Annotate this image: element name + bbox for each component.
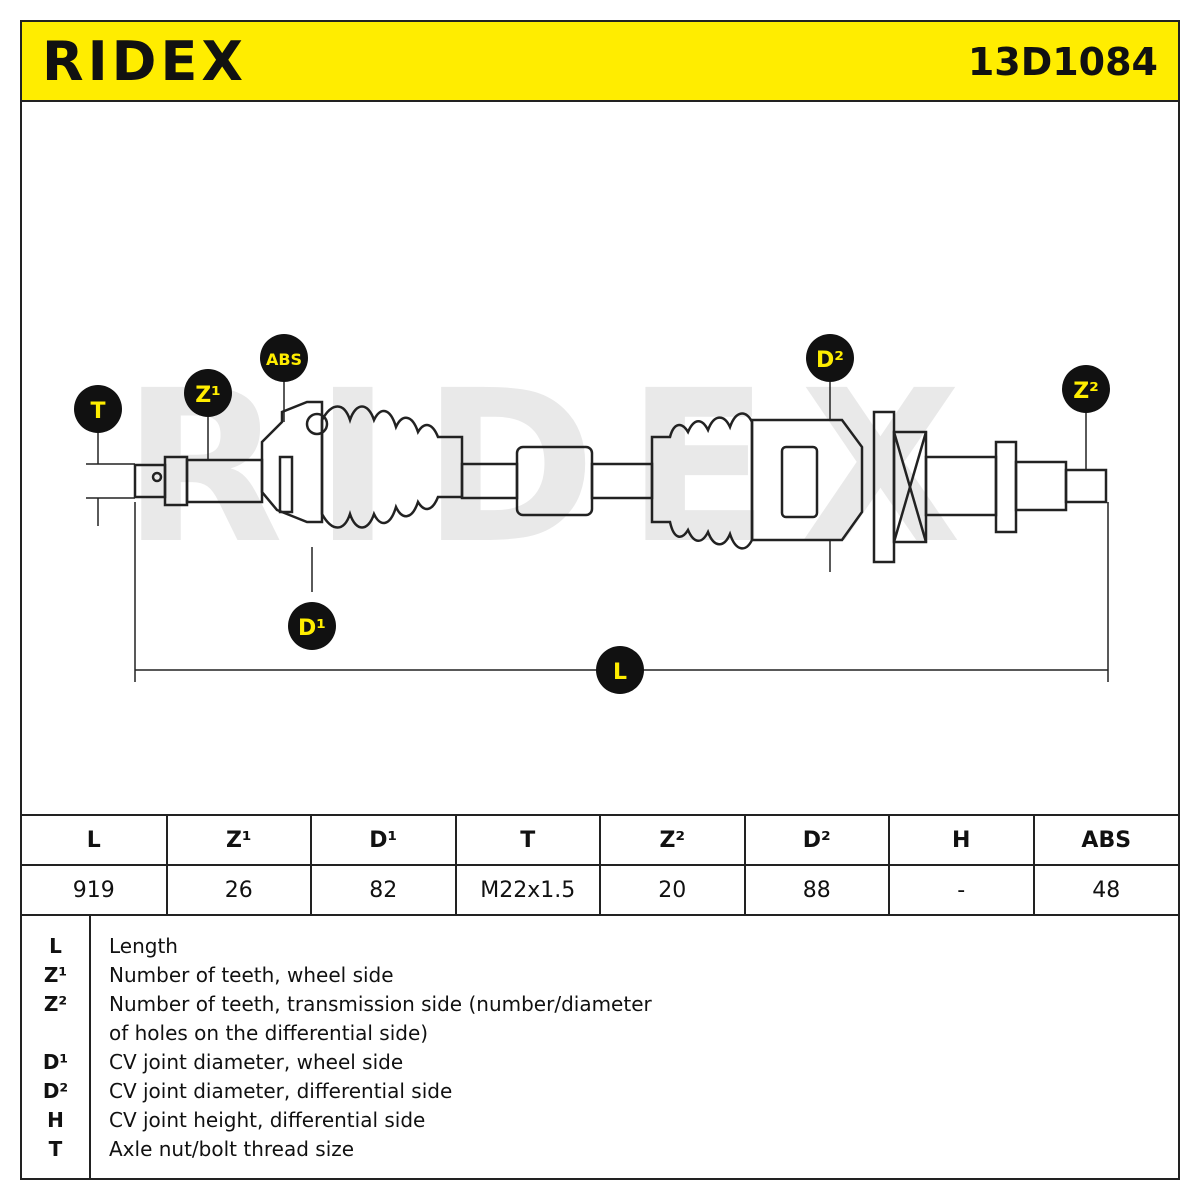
spec-table: L Z¹ D¹ T Z² D² H ABS 919 26 82 M22x1.5 … — [22, 814, 1178, 916]
legend-row: D² CV joint diameter, differential side — [22, 1079, 1178, 1108]
spec-value: - — [888, 864, 1035, 916]
cotter-hole — [151, 471, 163, 483]
legend-text: CV joint diameter, differential side — [109, 1079, 453, 1103]
spec-value: 20 — [599, 864, 746, 916]
drive-shaft-svg: RIDEX — [74, 334, 1110, 694]
spec-value: 919 — [22, 864, 168, 916]
svg-text:D¹: D¹ — [298, 616, 326, 641]
spec-header: Z² — [599, 814, 746, 866]
brand-logo: RIDEX — [42, 30, 248, 93]
spec-header-row: L Z¹ D¹ T Z² D² H ABS — [22, 814, 1178, 866]
legend-text: CV joint diameter, wheel side — [109, 1050, 404, 1074]
transmission-collar — [994, 440, 1018, 534]
spec-header: D² — [743, 814, 890, 866]
abs-ring — [278, 455, 294, 514]
legend-row: Z¹ Number of teeth, wheel side — [22, 963, 1178, 992]
bearing-cross-2 — [892, 431, 928, 543]
legend-key: T — [48, 1137, 63, 1161]
legend-key: D² — [42, 1079, 69, 1103]
legend-row: T Axle nut/bolt thread size — [22, 1137, 1178, 1166]
cv-ball — [305, 412, 329, 436]
legend-key: Z¹ — [43, 963, 68, 987]
header-bar: RIDEX 13D1084 — [22, 22, 1178, 102]
svg-text:D²: D² — [816, 348, 844, 373]
inner-cv-housing — [750, 418, 864, 542]
spec-sheet: RIDEX 13D1084 RIDEX — [20, 20, 1180, 1180]
legend-row: of holes on the differential side) — [22, 1021, 1178, 1050]
spec-value-row: 919 26 82 M22x1.5 20 88 - 48 — [22, 864, 1178, 916]
callout-z2: Z² — [1062, 365, 1110, 413]
svg-text:Z²: Z² — [1073, 379, 1099, 404]
callout-d1: D¹ — [288, 602, 336, 650]
svg-text:Z¹: Z¹ — [195, 383, 221, 408]
tripod-body — [780, 445, 819, 519]
spec-header: ABS — [1032, 814, 1178, 866]
callout-d2: D² — [806, 334, 854, 382]
spec-value: 88 — [743, 864, 890, 916]
transmission-tip — [1064, 468, 1108, 504]
callout-l: L — [596, 646, 644, 694]
legend-row: L Length — [22, 934, 1178, 963]
spec-value: 26 — [165, 864, 312, 916]
transmission-spline — [1014, 460, 1068, 512]
spec-header: T — [454, 814, 601, 866]
spec-value: 82 — [310, 864, 457, 916]
callout-abs: ABS — [260, 334, 308, 382]
legend-text: Number of teeth, transmission side (numb… — [109, 992, 652, 1016]
svg-text:T: T — [90, 399, 105, 424]
svg-text:L: L — [613, 660, 627, 685]
spec-header: L — [22, 814, 168, 866]
legend-key: L — [49, 934, 62, 958]
drive-shaft-drawing: RIDEX — [22, 102, 1178, 814]
legend-text: Length — [109, 934, 178, 958]
legend-row: H CV joint height, differential side — [22, 1108, 1178, 1137]
legend-key: D¹ — [42, 1050, 69, 1074]
callout-z1: Z¹ — [184, 369, 232, 417]
legend-row: D¹ CV joint diameter, wheel side — [22, 1050, 1178, 1079]
legend-text: CV joint height, differential side — [109, 1108, 426, 1132]
spec-header: Z¹ — [165, 814, 312, 866]
svg-text:ABS: ABS — [266, 350, 302, 369]
part-number: 13D1084 — [967, 40, 1158, 84]
legend-key: Z² — [43, 992, 68, 1016]
spec-value: M22x1.5 — [454, 864, 601, 916]
shaft-outline — [133, 400, 1108, 564]
legend-divider — [89, 914, 91, 1180]
legend-row: Z² Number of teeth, transmission side (n… — [22, 992, 1178, 1021]
legend-text: Number of teeth, wheel side — [109, 963, 394, 987]
legend-key: H — [47, 1108, 64, 1132]
spec-value: 48 — [1032, 864, 1178, 916]
legend-text: Axle nut/bolt thread size — [109, 1137, 355, 1161]
legend: L Length Z¹ Number of teeth, wheel side … — [22, 914, 1178, 1180]
legend-text: of holes on the differential side) — [109, 1021, 429, 1045]
spec-header: H — [888, 814, 1035, 866]
callout-t: T — [74, 385, 122, 433]
spec-header: D¹ — [310, 814, 457, 866]
